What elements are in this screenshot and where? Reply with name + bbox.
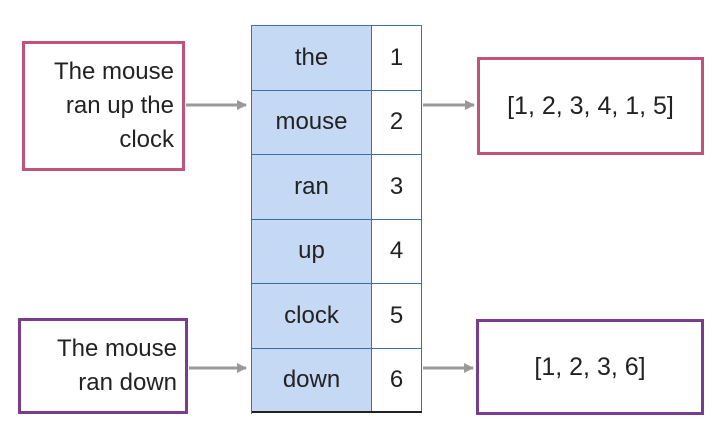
vocab-index: 2 — [372, 90, 422, 154]
input-sentence-box-1: The mouse ran up the clock — [22, 41, 185, 171]
vocab-row: ran 3 — [252, 155, 422, 220]
vocab-index: 3 — [372, 155, 422, 219]
vocab-index: 1 — [372, 26, 422, 90]
vocab-word: up — [252, 219, 372, 283]
vocab-row: up 4 — [252, 219, 422, 284]
vocab-word: mouse — [252, 90, 372, 154]
vocab-row: down 6 — [252, 348, 422, 413]
input-1-line-1: The mouse — [53, 58, 174, 85]
vocab-row: the 1 — [252, 26, 422, 91]
vocab-index: 6 — [372, 348, 422, 411]
vocab-word: ran — [252, 155, 372, 219]
vocab-word: the — [252, 26, 372, 90]
input-1-line-2: ran up the — [65, 92, 174, 119]
vocab-row: clock 5 — [252, 284, 422, 349]
output-1-text: [1, 2, 3, 4, 1, 5] — [507, 92, 674, 120]
vocab-word: clock — [252, 284, 372, 348]
vocab-index: 5 — [372, 284, 422, 348]
input-2-line-1: The mouse — [56, 335, 177, 362]
vocab-index: 4 — [372, 219, 422, 283]
input-2-line-2: ran down — [78, 369, 177, 396]
output-vector-box-2: [1, 2, 3, 6] — [476, 319, 704, 415]
vocab-row: mouse 2 — [252, 90, 422, 155]
vocab-word: down — [252, 348, 372, 411]
input-sentence-box-2: The mouse ran down — [18, 318, 188, 414]
vocabulary-table: the 1 mouse 2 ran 3 up 4 clock 5 down 6 — [251, 25, 422, 414]
output-2-text: [1, 2, 3, 6] — [534, 353, 646, 381]
output-vector-box-1: [1, 2, 3, 4, 1, 5] — [477, 57, 704, 155]
input-1-line-3: clock — [119, 126, 174, 153]
